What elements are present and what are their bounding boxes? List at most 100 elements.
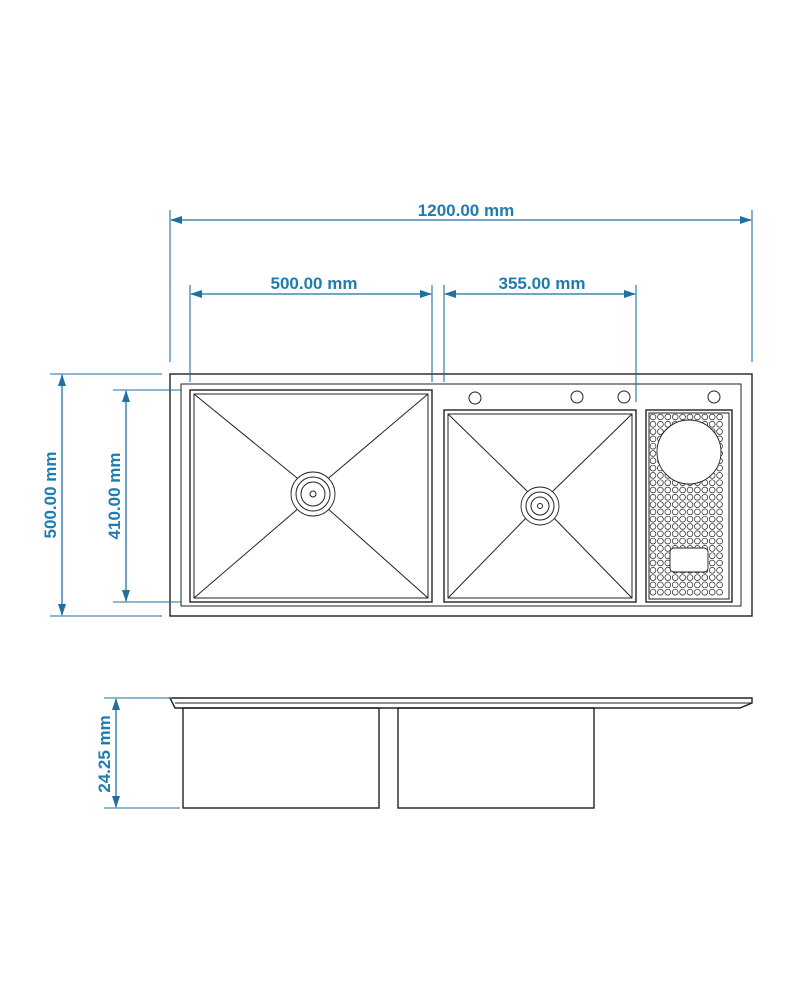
perforation-hole xyxy=(657,479,664,486)
perforation-hole xyxy=(708,515,716,523)
perforation-hole xyxy=(708,537,716,545)
perforation-hole xyxy=(694,501,701,508)
perforation-hole xyxy=(657,574,664,581)
perforation-hole xyxy=(679,537,686,545)
right-drain-center xyxy=(537,503,543,509)
left-bowl-slope-line xyxy=(193,506,301,599)
perforation-hole xyxy=(664,494,672,501)
drainboard-outer xyxy=(645,409,733,603)
sink-side-view xyxy=(168,697,753,809)
perforation-hole xyxy=(649,530,657,538)
sink-outer-rim xyxy=(169,373,753,617)
sink-inner-rim xyxy=(180,383,742,607)
perforation-hole xyxy=(686,413,694,421)
dimension-bowl-depth: 410.00 mm xyxy=(105,389,182,603)
perforation-hole xyxy=(649,559,657,567)
perforation-hole xyxy=(701,537,709,545)
perforation-hole xyxy=(716,494,723,501)
perforation-hole xyxy=(649,508,657,516)
perforation-hole xyxy=(671,413,679,421)
perforation-hole xyxy=(671,537,679,545)
perforation-hole xyxy=(649,435,657,443)
perforation-hole xyxy=(671,486,679,494)
perforation-hole xyxy=(649,515,657,523)
perforation-hole xyxy=(716,421,723,428)
right-bowl-width-label: 355.00 mm xyxy=(499,274,586,293)
perforation-hole xyxy=(708,413,716,421)
right-bowl-slope-line xyxy=(447,413,529,493)
perforation-hole xyxy=(716,559,723,567)
perforation-hole xyxy=(679,523,686,530)
perforation-hole xyxy=(664,545,672,552)
perforation-hole xyxy=(694,523,701,530)
perforation-hole xyxy=(679,508,686,516)
perforation-hole xyxy=(708,567,716,574)
perforation-hole xyxy=(649,588,657,596)
left-drain-inner xyxy=(300,481,326,507)
perforation-hole xyxy=(686,530,694,538)
perforation-hole xyxy=(716,588,723,596)
perforation-hole xyxy=(694,413,701,421)
perforation-hole xyxy=(708,530,716,538)
perforation-hole xyxy=(694,537,701,545)
perforation-hole xyxy=(657,545,664,552)
perforation-hole xyxy=(679,413,686,421)
right-bowl-slope-line xyxy=(551,413,633,493)
perforation-hole xyxy=(708,486,716,494)
right-bowl-outer xyxy=(443,409,637,603)
dimension-bowl-height: 24.25 mm xyxy=(95,697,180,809)
perforation-hole xyxy=(686,588,694,596)
perforation-hole xyxy=(657,494,664,501)
perforation-hole xyxy=(686,494,694,501)
perforation-hole xyxy=(649,428,657,435)
perforation-hole xyxy=(649,486,657,494)
perforation-hole xyxy=(694,581,701,589)
perforation-hole xyxy=(708,588,716,596)
perforation-hole xyxy=(657,472,664,479)
perforation-hole xyxy=(679,574,686,581)
perforation-hole xyxy=(649,545,657,552)
overall-depth-label: 500.00 mm xyxy=(41,452,60,539)
perforation-hole xyxy=(649,567,657,574)
perforation-hole xyxy=(686,523,694,530)
perforation-hole xyxy=(708,501,716,508)
right-drain-ring xyxy=(525,491,555,521)
perforation-hole xyxy=(716,523,723,530)
overall-width-label: 1200.00 mm xyxy=(418,201,514,220)
perforation-hole xyxy=(679,530,686,538)
perforation-hole xyxy=(649,442,657,450)
right-drain-outer xyxy=(520,486,560,526)
perforation-hole xyxy=(664,537,672,545)
perforation-hole xyxy=(657,567,664,574)
perforation-hole xyxy=(664,515,672,523)
tap-hole xyxy=(468,391,482,405)
perforation-hole xyxy=(694,508,701,516)
perforation-hole xyxy=(708,421,716,428)
left-bowl-width-label: 500.00 mm xyxy=(271,274,358,293)
left-bowl xyxy=(189,389,433,603)
perforation-hole xyxy=(708,523,716,530)
left-drain-outer xyxy=(290,471,336,517)
right-bowl xyxy=(443,409,637,603)
perforation-hole xyxy=(649,472,657,479)
side-view-right-bowl xyxy=(397,707,595,809)
perforation-hole xyxy=(679,494,686,501)
perforation-hole xyxy=(708,479,716,486)
dimension-left-bowl-width: 500.00 mm xyxy=(189,274,433,382)
side-view-rim xyxy=(168,697,753,709)
perforation-hole xyxy=(716,508,723,516)
dimension-overall-depth: 500.00 mm xyxy=(41,373,162,617)
perforation-hole xyxy=(649,523,657,530)
tap-hole xyxy=(617,390,631,404)
perforation-hole xyxy=(657,486,664,494)
perforation-hole xyxy=(694,494,701,501)
perforation-hole xyxy=(649,581,657,589)
sink-top-view xyxy=(169,373,753,617)
perforation-hole xyxy=(716,552,723,559)
left-bowl-outer xyxy=(189,389,433,603)
left-bowl-inner xyxy=(193,393,429,599)
perforation-hole xyxy=(701,501,709,508)
perforation-hole xyxy=(708,559,716,567)
perforation-hole xyxy=(671,574,679,581)
right-bowl-slope-line xyxy=(553,517,633,599)
